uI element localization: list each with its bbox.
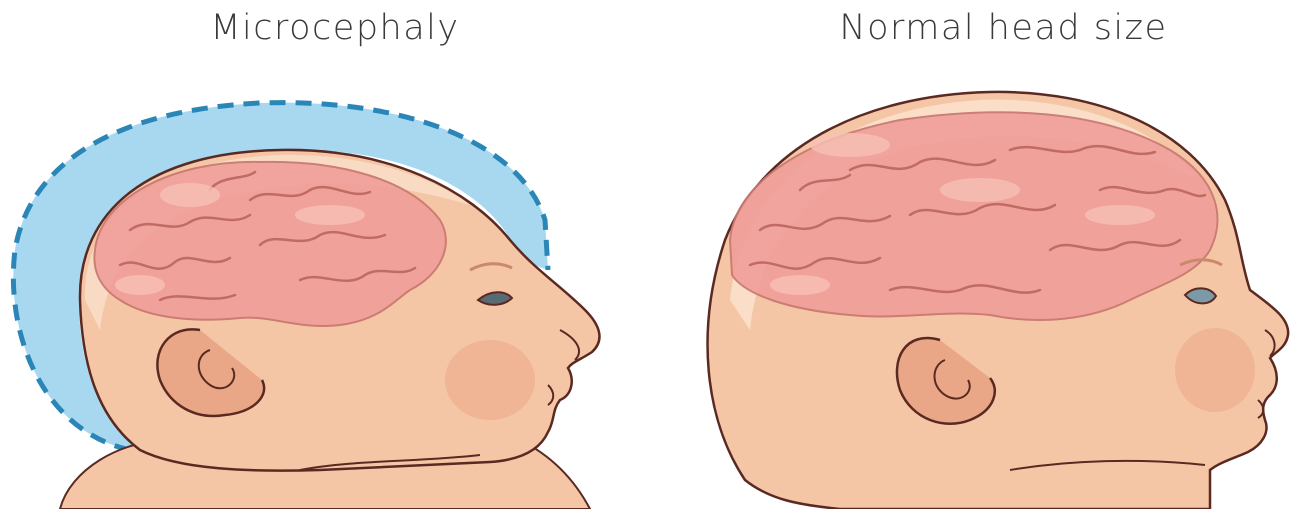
cheek bbox=[1175, 328, 1255, 412]
microcephaly-illustration bbox=[0, 0, 640, 509]
brain bbox=[94, 162, 445, 326]
normal-head-panel: Normal head size bbox=[650, 0, 1297, 509]
cheek bbox=[445, 340, 535, 420]
normal-head-illustration bbox=[650, 0, 1297, 509]
microcephaly-panel: Microcephaly bbox=[0, 0, 640, 509]
